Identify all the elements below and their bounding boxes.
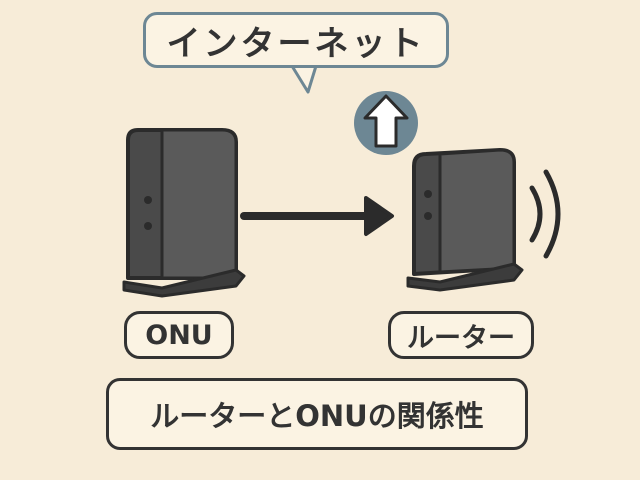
router-label: ルーター: [407, 322, 515, 354]
wifi-signal-icon: [529, 169, 561, 259]
onu-led: [144, 196, 152, 204]
onu-led: [144, 222, 152, 230]
internet-bubble: インターネット: [143, 12, 449, 68]
right-arrow-icon: [240, 196, 394, 236]
router-led: [424, 212, 432, 220]
router-label-box: ルーター: [388, 311, 534, 359]
up-arrow-icon: [354, 91, 418, 155]
onu-label-box: ONU: [124, 311, 234, 359]
router-led: [424, 190, 432, 198]
onu-device: [122, 128, 246, 298]
router-device: [406, 148, 524, 292]
bubble-tail: [290, 64, 318, 94]
caption-box: ルーターとONUの関係性: [106, 378, 528, 450]
internet-label: インターネット: [166, 23, 426, 64]
onu-label: ONU: [145, 319, 213, 351]
caption-text: ルーターとONUの関係性: [150, 399, 484, 433]
